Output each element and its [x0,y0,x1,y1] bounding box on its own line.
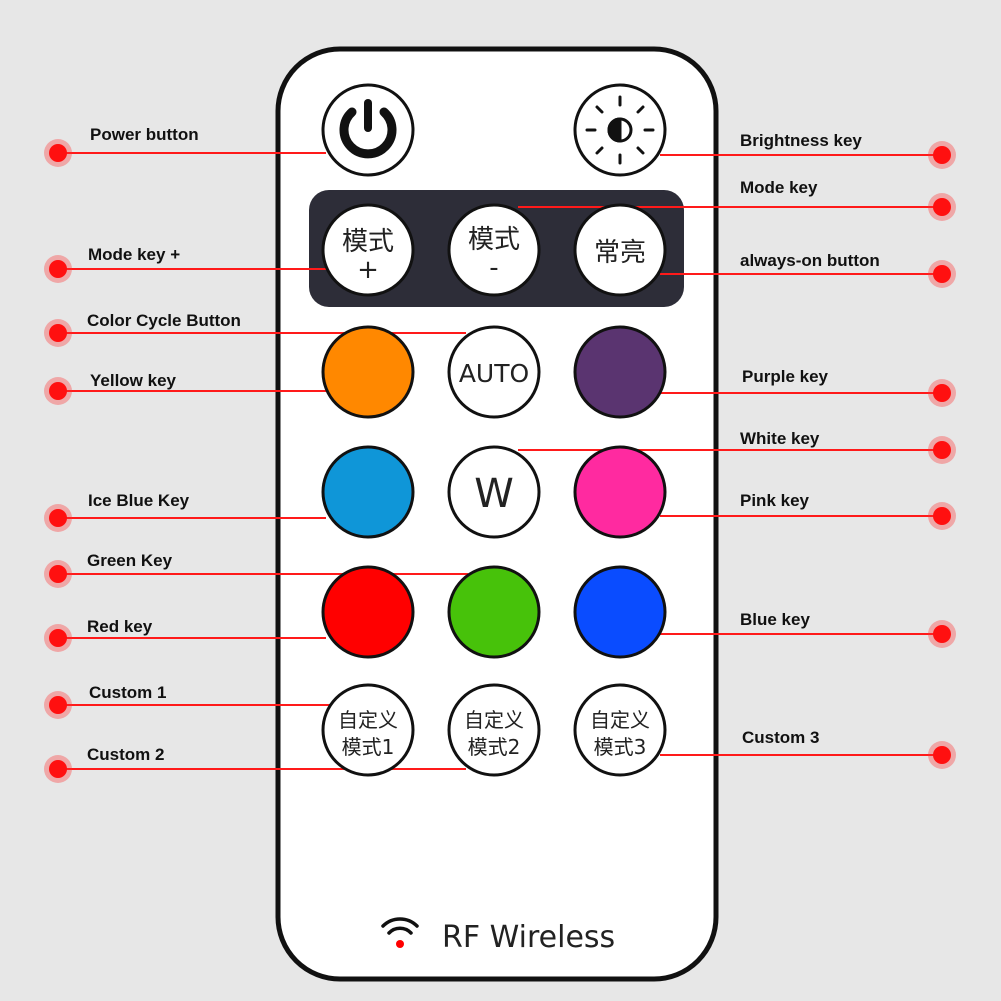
green-button[interactable] [447,565,541,659]
yellow-button[interactable] [321,325,415,419]
label-green: Green Key [87,551,173,570]
svg-text:自定义: 自定义 [590,708,650,732]
label-custom3: Custom 3 [742,728,819,747]
callout-labels: Power button Mode key + Color Cycle Butt… [87,125,880,764]
brightness-icon [585,95,655,165]
blue-button[interactable] [573,565,667,659]
custom3-button[interactable]: 自定义 模式3 [573,683,667,777]
svg-text:自定义: 自定义 [338,708,398,732]
white-button[interactable]: W [447,445,541,539]
svg-text:模式2: 模式2 [468,735,521,759]
svg-text:模式1: 模式1 [342,735,395,759]
svg-text:模式: 模式 [342,227,394,257]
callout-dot [933,746,951,764]
label-white: White key [740,429,820,448]
callout-dot [933,146,951,164]
wifi-signal-icon [381,917,419,948]
label-pink: Pink key [740,491,810,510]
callout-dot [49,260,67,278]
callout-dot [49,629,67,647]
svg-text:模式3: 模式3 [594,735,647,759]
custom1-button[interactable]: 自定义 模式1 [321,683,415,777]
label-always-on: always-on button [740,251,880,270]
always-on-button[interactable]: 常亮 [573,203,667,297]
svg-text:W: W [474,471,514,517]
svg-text:模式: 模式 [468,225,520,255]
mode-plus-button[interactable]: 模式 + [321,203,415,297]
callout-dot [933,625,951,643]
svg-text:AUTO: AUTO [459,359,529,388]
brand-label: RF Wireless [442,920,615,955]
svg-text:自定义: 自定义 [464,708,524,732]
callout-dot [933,507,951,525]
label-red: Red key [87,617,153,636]
callout-dot [933,441,951,459]
red-button[interactable] [321,565,415,659]
callout-dot [49,760,67,778]
label-ice-blue: Ice Blue Key [88,491,190,510]
callout-dot [933,198,951,216]
callout-dot [49,565,67,583]
callout-dot [49,324,67,342]
callout-lines [58,152,942,770]
label-custom2: Custom 2 [87,745,164,764]
label-purple: Purple key [742,367,829,386]
callout-dot [49,144,67,162]
pink-button[interactable] [573,445,667,539]
callout-dot [933,265,951,283]
label-mode-plus: Mode key + [88,245,180,264]
purple-button[interactable] [573,325,667,419]
label-blue: Blue key [740,610,810,629]
label-brightness: Brightness key [740,131,862,150]
power-button[interactable] [321,83,415,177]
power-icon [339,107,397,159]
callout-dot [933,384,951,402]
callout-dot [49,696,67,714]
svg-text:常亮: 常亮 [594,238,646,268]
auto-button[interactable]: AUTO [447,325,541,419]
label-custom1: Custom 1 [89,683,166,702]
label-color-cycle: Color Cycle Button [87,311,241,330]
svg-text:-: - [489,253,498,283]
label-mode: Mode key [740,178,818,197]
callout-dot [49,382,67,400]
brightness-button[interactable] [573,83,667,177]
callout-dot [49,509,67,527]
label-power: Power button [90,125,199,144]
custom2-button[interactable]: 自定义 模式2 [447,683,541,777]
callout-dots [44,139,956,783]
mode-minus-button[interactable]: 模式 - [447,203,541,297]
ice-blue-button[interactable] [321,445,415,539]
svg-text:+: + [357,255,379,285]
label-yellow: Yellow key [90,371,177,390]
